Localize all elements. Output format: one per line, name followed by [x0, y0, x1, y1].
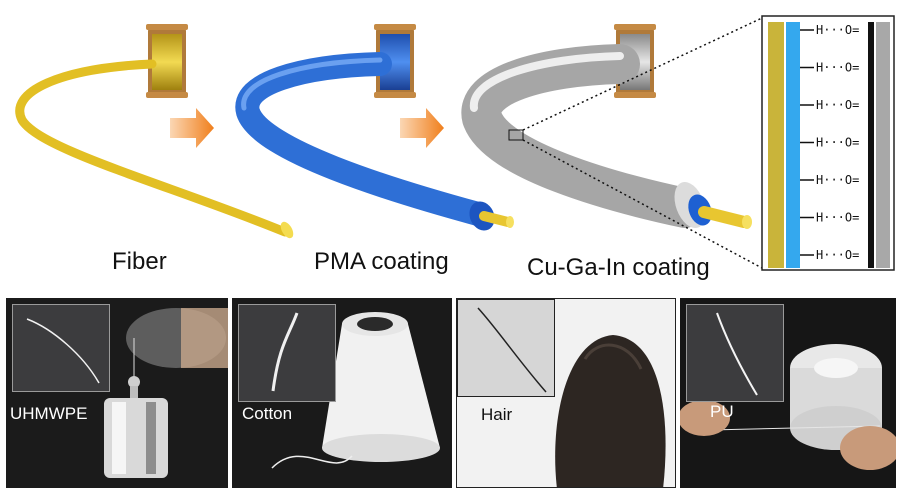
hydrogen-bond-label: H···O=: [816, 23, 859, 37]
label-uhmwpe: UHMWPE: [10, 404, 88, 423]
inset-cotton: [238, 304, 336, 402]
stage-label-metal: Cu-Ga-In coating: [527, 254, 710, 281]
inset-hair: [457, 299, 555, 397]
interface-zoom-panel: H···O= H···O= H···O= H···O= H···O= H···O= H···…: [761, 15, 895, 271]
photo-hair: Hair: [456, 298, 676, 488]
schematic: H···O= H···O= H···O= H···O= H···O= H···O= H···…: [15, 15, 895, 271]
label-hair: Hair: [481, 405, 513, 424]
arrow-icon: [400, 108, 444, 148]
inset-uhmwpe: [12, 304, 110, 392]
hydrogen-bond-label: H···O=: [816, 248, 859, 262]
hydrogen-bond-label: H···O=: [816, 173, 859, 187]
label-pu: PU: [710, 402, 734, 421]
hydrogen-bond-label: H···O=: [816, 61, 859, 75]
metal-coated-illustration: [461, 17, 763, 269]
stage-label-fiber: Fiber: [112, 248, 167, 275]
fiber-illustration: [15, 24, 294, 239]
arrow-icon: [170, 108, 214, 148]
hydrogen-bond-label: H···O=: [816, 98, 859, 112]
hydrogen-bond-label: H···O=: [816, 211, 859, 225]
inset-pu: [686, 304, 784, 402]
hydrogen-bond-label: H···O=: [816, 136, 859, 150]
fiber-layer: [768, 22, 784, 268]
pma-illustration: [235, 24, 514, 231]
photo-pu: PU: [680, 298, 896, 488]
metal-layer: [876, 22, 890, 268]
photo-cotton: Cotton: [232, 298, 452, 488]
stage-label-pma: PMA coating: [314, 248, 449, 275]
pma-layer: [786, 22, 800, 268]
label-cotton: Cotton: [242, 404, 293, 423]
photo-uhmwpe: UHMWPE: [6, 298, 228, 488]
